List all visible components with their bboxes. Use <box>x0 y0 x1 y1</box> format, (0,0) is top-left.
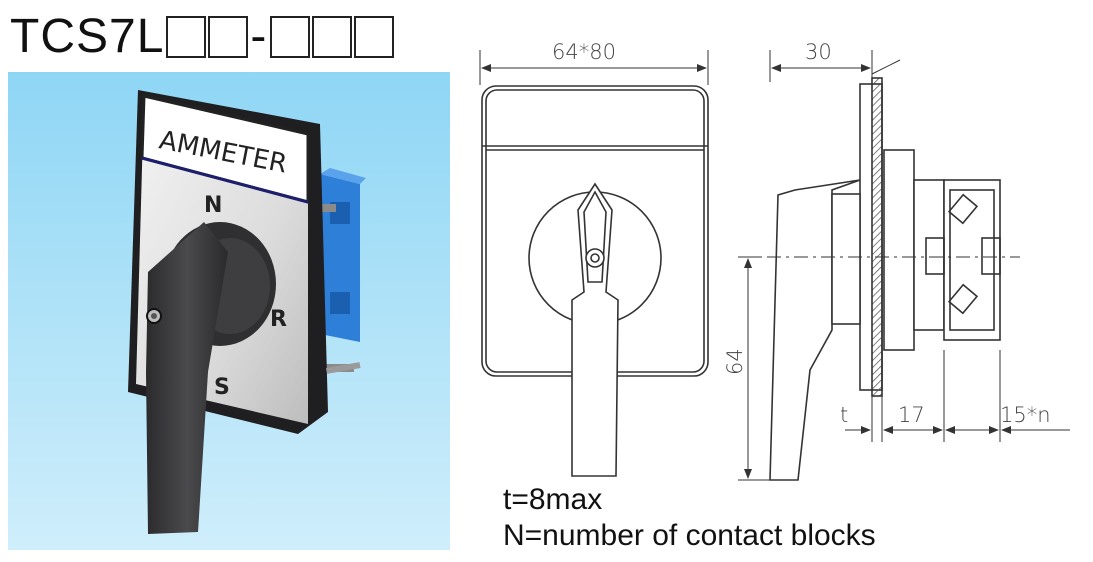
height-label: 64 <box>723 348 747 375</box>
thickness-note: t=8max <box>503 483 603 516</box>
thickness-label: t <box>840 403 848 427</box>
code-box <box>270 16 311 58</box>
block-depth-label: 15*n <box>1000 403 1051 427</box>
model-code: TCS7L <box>10 10 165 63</box>
code-box <box>354 16 395 58</box>
code-box <box>208 16 249 58</box>
side-view <box>738 50 1070 481</box>
position-label-n: N <box>204 193 222 218</box>
position-label-r: R <box>270 307 287 332</box>
code-box <box>166 16 207 58</box>
position-label-s: S <box>214 375 230 400</box>
code-box <box>312 16 353 58</box>
code-separator: - <box>250 10 267 63</box>
side-depth-label: 30 <box>805 40 832 64</box>
dimension-drawing: 64*80 30 64 t 17 15*n <box>460 30 1093 500</box>
switch-handle <box>146 222 228 534</box>
front-view <box>479 50 709 477</box>
front-width-label: 64*80 <box>552 40 616 64</box>
mount-depth-label: 17 <box>898 403 925 427</box>
model-title: TCS7L - <box>10 8 395 66</box>
product-photo: AMMETER N R S <box>8 72 450 550</box>
contact-blocks-note: N=number of contact blocks <box>503 519 876 552</box>
notes: t=8max N=number of contact blocks <box>503 482 876 554</box>
